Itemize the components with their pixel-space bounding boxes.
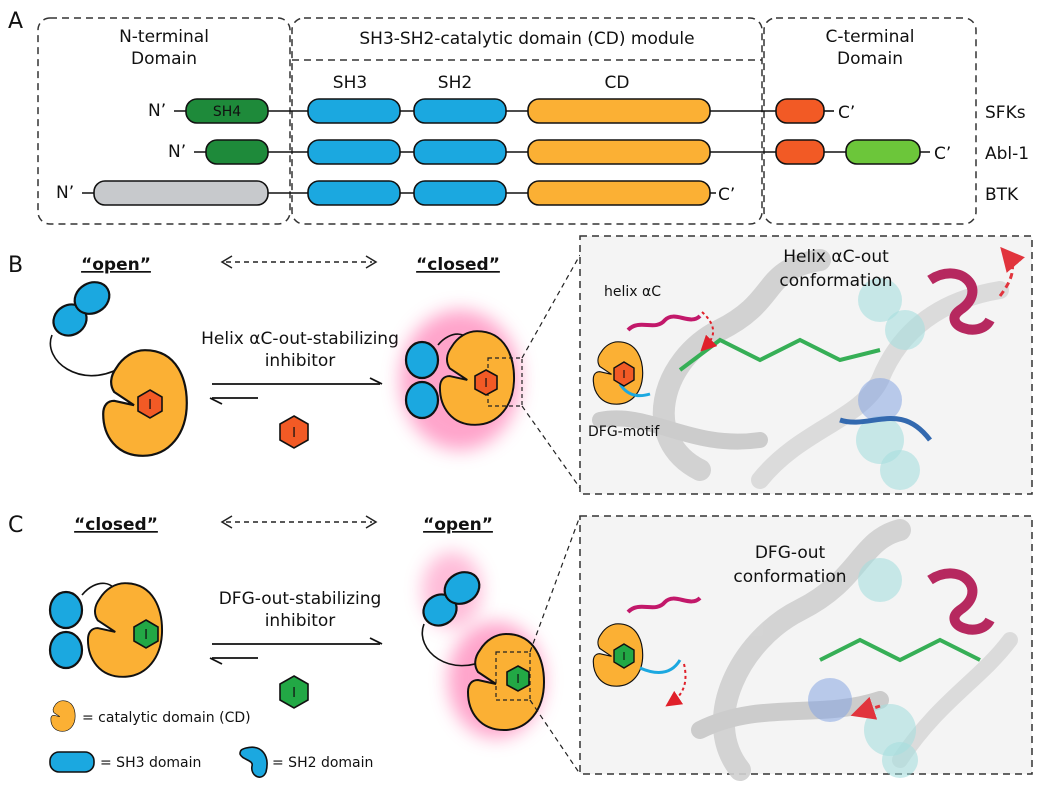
sh3-domain bbox=[307, 180, 401, 206]
inhibitor-symbol: I bbox=[484, 376, 488, 390]
inset-helix-label: helix αC bbox=[604, 284, 661, 300]
panel-a: A N-terminal Domain SH3-SH2-catalytic do… bbox=[8, 9, 1029, 225]
state-label-left: “open” bbox=[81, 255, 151, 275]
row-sfks: N’ SH4 C’ SFKs bbox=[148, 98, 1026, 124]
equilibrium-arrows bbox=[209, 637, 383, 665]
inhibitor-text-2: inhibitor bbox=[265, 611, 336, 631]
open-kinase: I bbox=[421, 515, 581, 775]
c-terminal-red-domain bbox=[775, 139, 825, 165]
c-terminal-green-domain bbox=[845, 139, 921, 165]
sh3-domain bbox=[307, 139, 401, 165]
open-kinase: I bbox=[49, 281, 188, 457]
c-end-label: C’ bbox=[718, 185, 735, 205]
protein-sfks: SFKs bbox=[985, 103, 1026, 123]
legend-cd: = catalytic domain (CD) bbox=[82, 710, 251, 726]
n-terminal-title-2: Domain bbox=[131, 49, 197, 69]
inhibitor-symbol: I bbox=[516, 672, 520, 686]
sh2-domain bbox=[413, 139, 507, 165]
module-box bbox=[291, 17, 763, 225]
sh2-domain bbox=[413, 180, 507, 206]
c-end-label: C’ bbox=[934, 144, 951, 164]
legend-sh2: = SH2 domain bbox=[272, 755, 373, 771]
inhibitor-symbol: I bbox=[292, 426, 296, 441]
row-btk: N’ C’ BTK bbox=[56, 180, 1019, 206]
state-label-right: “open” bbox=[423, 515, 493, 535]
c-terminal-title-2: Domain bbox=[837, 49, 903, 69]
legend-sh3-swatch bbox=[49, 751, 95, 773]
structure-inset-c: I DFG-out conformation bbox=[579, 515, 1033, 781]
equilibrium-arrows bbox=[209, 377, 383, 405]
structure-title-1: Helix αC-out bbox=[783, 247, 889, 267]
structure-title-2: conformation bbox=[733, 567, 846, 587]
free-inhibitor: I bbox=[279, 675, 309, 709]
free-inhibitor: I bbox=[279, 415, 309, 449]
inhibitor-text-1: DFG-out-stabilizing bbox=[219, 589, 382, 609]
btk-n-terminal-domain bbox=[93, 180, 269, 206]
panel-c: C “closed” “open” I DFG-out-stabilizing … bbox=[8, 513, 1033, 781]
structure-inset-b: I helix αC DFG-motif Helix αC-out confor… bbox=[579, 235, 1033, 495]
panel-b: B “open” “closed” I Helix αC-out-stabili… bbox=[8, 235, 1033, 495]
c-terminal-red-domain bbox=[775, 98, 825, 124]
inhibitor-text-2: inhibitor bbox=[265, 351, 336, 371]
inhibitor-symbol: I bbox=[292, 686, 296, 701]
state-label-right: “closed” bbox=[416, 255, 500, 275]
n-terminal-box bbox=[37, 17, 291, 225]
inset-dfg-label: DFG-motif bbox=[588, 424, 660, 440]
c-end-label: C’ bbox=[838, 103, 855, 123]
legend: = catalytic domain (CD) = SH3 domain = S… bbox=[49, 700, 373, 778]
protein-btk: BTK bbox=[985, 185, 1019, 205]
n-end-label: N’ bbox=[168, 142, 186, 162]
inhibitor-symbol: I bbox=[622, 368, 625, 381]
structure-title-2: conformation bbox=[779, 271, 892, 291]
cd-domain bbox=[527, 139, 711, 165]
legend-sh2-swatch bbox=[239, 746, 268, 778]
inhibitor-symbol: I bbox=[144, 628, 148, 643]
n-end-label: N’ bbox=[148, 101, 166, 121]
n-terminal-green-domain bbox=[205, 139, 269, 165]
module-title: SH3-SH2-catalytic domain (CD) module bbox=[359, 29, 694, 49]
protein-abl1: Abl-1 bbox=[985, 144, 1029, 164]
panel-letter-b: B bbox=[8, 253, 23, 278]
c-terminal-title-1: C-terminal bbox=[825, 27, 914, 47]
sh4-domain bbox=[185, 98, 269, 124]
sh2-header: SH2 bbox=[438, 73, 472, 93]
equilibrium-dashed-arrow bbox=[220, 515, 378, 529]
inhibitor-symbol: I bbox=[622, 650, 625, 663]
inhibitor-symbol: I bbox=[148, 398, 152, 413]
panel-letter-c: C bbox=[8, 513, 23, 538]
state-label-left: “closed” bbox=[74, 515, 158, 535]
n-end-label: N’ bbox=[56, 183, 74, 203]
cd-header: CD bbox=[605, 73, 630, 93]
sh2-domain bbox=[413, 98, 507, 124]
panel-letter-a: A bbox=[8, 9, 23, 34]
structure-title-1: DFG-out bbox=[755, 543, 826, 563]
sh4-label: SH4 bbox=[213, 104, 241, 120]
cd-domain bbox=[527, 180, 711, 206]
closed-kinase: I bbox=[48, 582, 164, 678]
n-terminal-title-1: N-terminal bbox=[119, 27, 209, 47]
equilibrium-dashed-arrow bbox=[220, 255, 378, 269]
inhibitor-text-1: Helix αC-out-stabilizing bbox=[201, 329, 399, 349]
sh3-domain bbox=[307, 98, 401, 124]
legend-sh3: = SH3 domain bbox=[100, 755, 201, 771]
row-abl1: N’ C’ Abl-1 bbox=[168, 139, 1029, 165]
closed-kinase: I bbox=[400, 254, 581, 489]
cd-domain bbox=[527, 98, 711, 124]
sh3-header: SH3 bbox=[333, 73, 367, 93]
